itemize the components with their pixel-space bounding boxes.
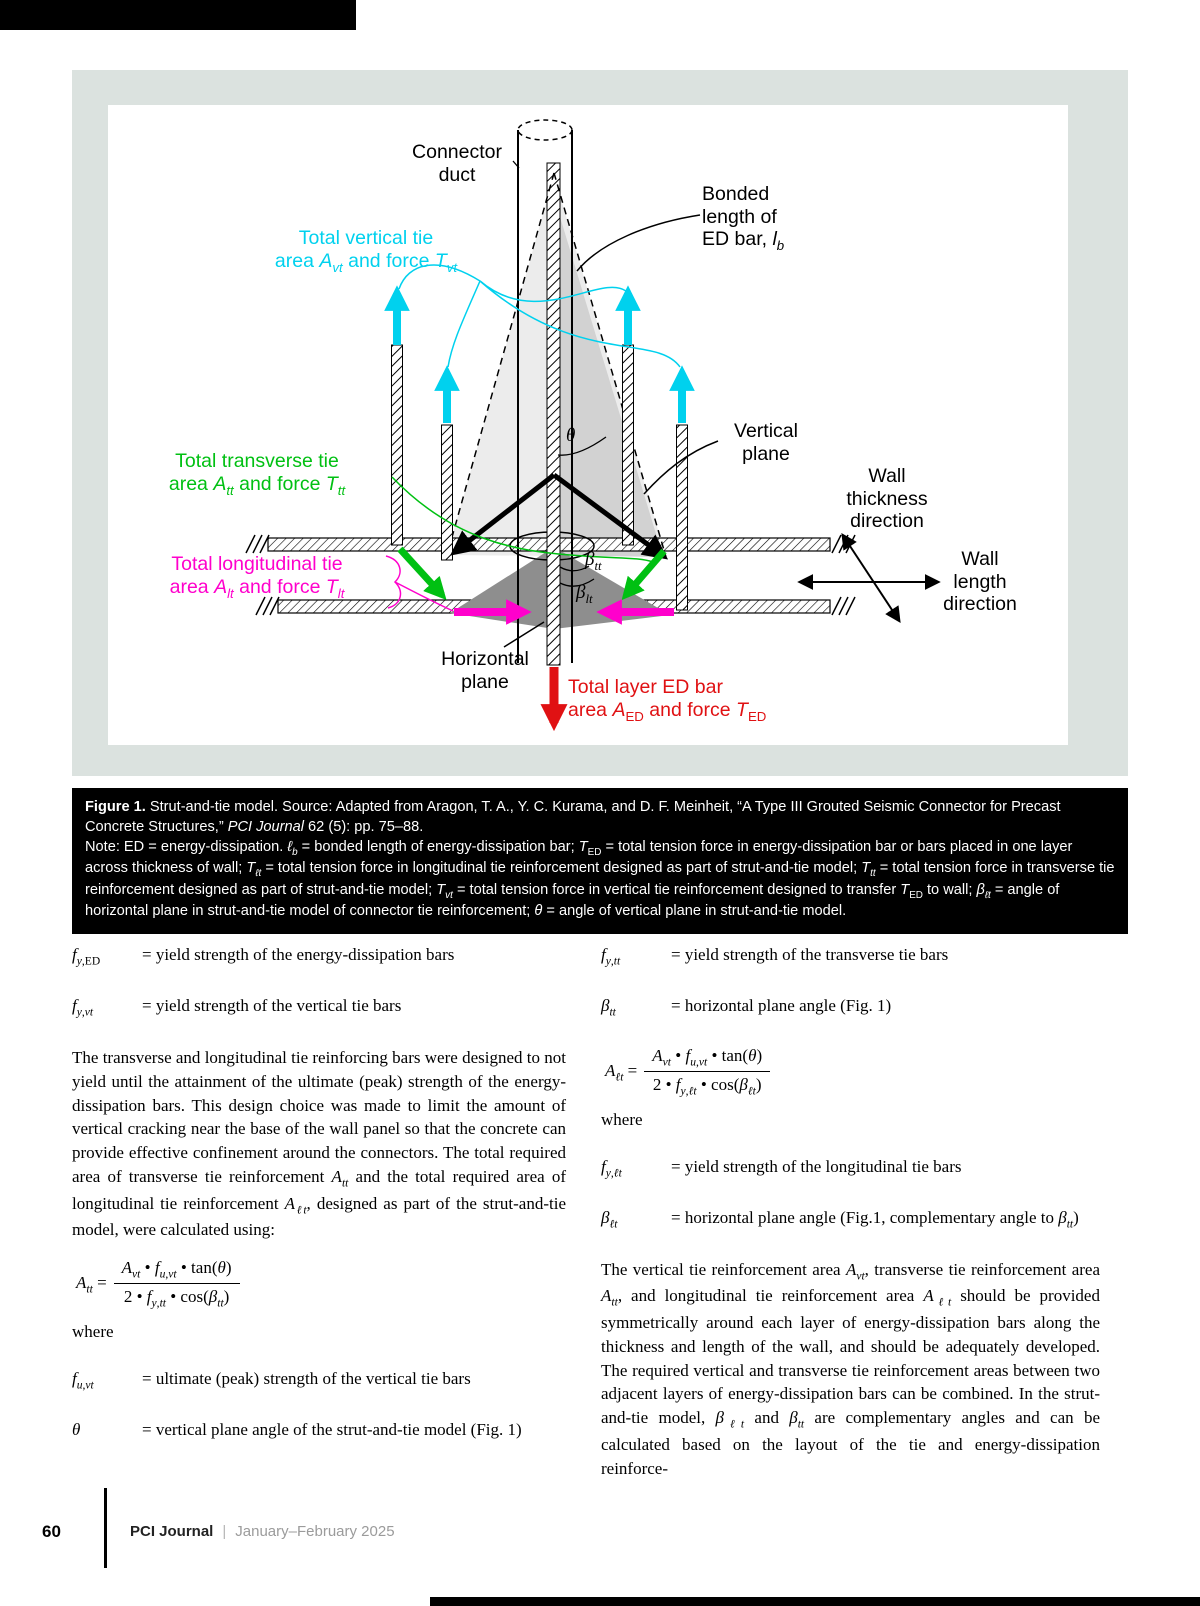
definition-term: θ bbox=[72, 1419, 81, 1439]
definition-fy-tt: fy,tt = yield strength of the transverse… bbox=[601, 944, 1100, 969]
angle-arcs bbox=[557, 436, 607, 587]
definition-term: βtt bbox=[601, 996, 616, 1019]
equation-fraction: Avt • fu,vt • tan(θ) 2 • fy,tt • cos(βtt… bbox=[113, 1258, 240, 1310]
definition-text: = ultimate (peak) strength of the vertic… bbox=[142, 1368, 471, 1388]
leader-lines bbox=[385, 160, 719, 648]
page-number: 60 bbox=[42, 1522, 61, 1541]
caption-note: Note: ED = energy-dissipation. ℓb = bond… bbox=[85, 838, 1115, 920]
definition-term: fy,ED bbox=[72, 945, 101, 968]
equation-denominator: 2 • fy,ℓt • cos(βℓt) bbox=[652, 1075, 762, 1098]
bottom-edge-bar bbox=[430, 1597, 1200, 1606]
definition-fy-lt: fy,ℓt = yield strength of the longitudin… bbox=[601, 1156, 1100, 1181]
right-column: fy,tt = yield strength of the transverse… bbox=[601, 944, 1100, 1490]
definition-text: = vertical plane angle of the strut-and-… bbox=[142, 1419, 522, 1439]
definition-beta-lt: βℓt = horizontal plane angle (Fig.1, com… bbox=[601, 1207, 1100, 1232]
definition-term: fu,vt bbox=[72, 1368, 94, 1392]
definition-text: = horizontal plane angle (Fig.1, complem… bbox=[671, 1207, 1079, 1231]
where-label: where bbox=[601, 1109, 643, 1129]
top-edge-bar bbox=[0, 0, 356, 30]
definition-text: = yield strength of the vertical tie bar… bbox=[142, 996, 402, 1015]
label-beta-tt: βtt bbox=[585, 549, 602, 573]
caption-title: Figure 1. Strut-and-tie model. Source: A… bbox=[85, 799, 1061, 835]
connector-duct bbox=[517, 119, 573, 663]
left-column: fy,ED = yield strength of the energy-dis… bbox=[72, 944, 566, 1468]
definition-text: = yield strength of the energy-dissipati… bbox=[142, 945, 455, 964]
footer-divider bbox=[104, 1488, 107, 1568]
strut-and-tie-svg bbox=[245, 119, 941, 732]
equation-lhs: Aℓt = bbox=[605, 1060, 638, 1084]
definition-fu-vt: fu,vt = ultimate (peak) strength of the … bbox=[72, 1368, 566, 1393]
definition-text: = yield strength of the transverse tie b… bbox=[671, 945, 949, 964]
body-paragraph: The vertical tie reinforcement area Avt,… bbox=[601, 1259, 1100, 1478]
definition-fy-vt: fy,vt = yield strength of the vertical t… bbox=[72, 995, 566, 1020]
ed-bar bbox=[546, 162, 561, 666]
definition-term: fy,vt bbox=[72, 996, 94, 1019]
definition-text: = yield strength of the longitudinal tie… bbox=[671, 1156, 962, 1176]
page-footer: 60 PCI Journal | January–February 2025 bbox=[0, 1488, 1200, 1568]
definition-text: = horizontal plane angle (Fig. 1) bbox=[671, 996, 892, 1015]
equation-denominator: 2 • fy,tt • cos(βtt) bbox=[123, 1287, 230, 1310]
definition-fy-ed: fy,ED = yield strength of the energy-dis… bbox=[72, 944, 566, 969]
figure-caption: Figure 1. Strut-and-tie model. Source: A… bbox=[72, 788, 1128, 935]
definition-term: βℓt bbox=[601, 1207, 618, 1231]
direction-arrows bbox=[797, 532, 941, 624]
equation-numerator: Avt • fu,vt • tan(θ) bbox=[113, 1258, 240, 1285]
vertical-plane-edges bbox=[446, 172, 667, 558]
equation-att: Att = Avt • fu,vt • tan(θ) 2 • fy,tt • c… bbox=[76, 1258, 566, 1310]
label-theta: θ bbox=[566, 425, 576, 446]
body-paragraph: The transverse and longitudinal tie rein… bbox=[72, 1048, 566, 1240]
footer-separator: | bbox=[222, 1523, 227, 1540]
label-beta-lt: βlt bbox=[576, 582, 593, 606]
equation-numerator: Avt • fu,vt • tan(θ) bbox=[644, 1046, 771, 1073]
vertical-tie-arrows bbox=[384, 285, 695, 423]
equation-alt: Aℓt = Avt • fu,vt • tan(θ) 2 • fy,ℓt • c… bbox=[605, 1046, 1100, 1098]
where-label: where bbox=[72, 1321, 114, 1341]
equation-lhs: Att = bbox=[76, 1272, 107, 1296]
definition-term: fy,ℓt bbox=[601, 1156, 622, 1180]
tie-bars bbox=[391, 344, 688, 611]
footer-text: PCI Journal | January–February 2025 bbox=[130, 1523, 395, 1540]
transverse-tie-arrows bbox=[397, 546, 667, 601]
definition-beta-tt: βtt = horizontal plane angle (Fig. 1) bbox=[601, 995, 1100, 1020]
strut-arrows bbox=[450, 472, 669, 560]
definition-theta: θ = vertical plane angle of the strut-an… bbox=[72, 1419, 566, 1442]
journal-name: PCI Journal bbox=[130, 1523, 214, 1540]
equation-fraction: Avt • fu,vt • tan(θ) 2 • fy,ℓt • cos(βℓt… bbox=[644, 1046, 771, 1098]
definition-term: fy,tt bbox=[601, 945, 621, 968]
issue-date: January–February 2025 bbox=[235, 1523, 395, 1540]
